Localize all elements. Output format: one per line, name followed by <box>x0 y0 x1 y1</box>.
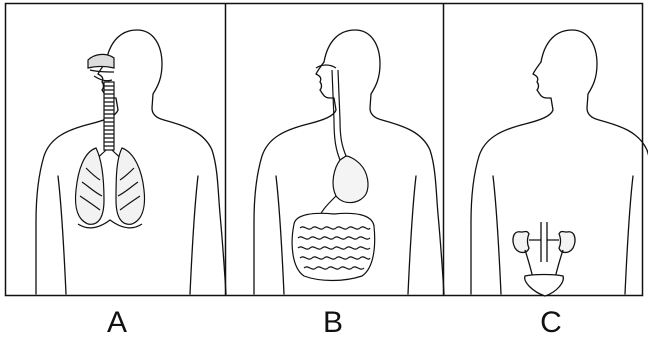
panel-label-c: C <box>521 306 581 340</box>
panel-label-b: B <box>303 306 363 340</box>
urinary-system-icon <box>513 222 575 296</box>
panel-b-figure <box>254 30 444 294</box>
digestive-system-icon <box>292 65 375 281</box>
panel-label-a: A <box>87 306 147 340</box>
panel-a-figure <box>36 30 226 294</box>
respiratory-system-icon <box>76 54 145 227</box>
panel-c-figure <box>471 30 648 296</box>
